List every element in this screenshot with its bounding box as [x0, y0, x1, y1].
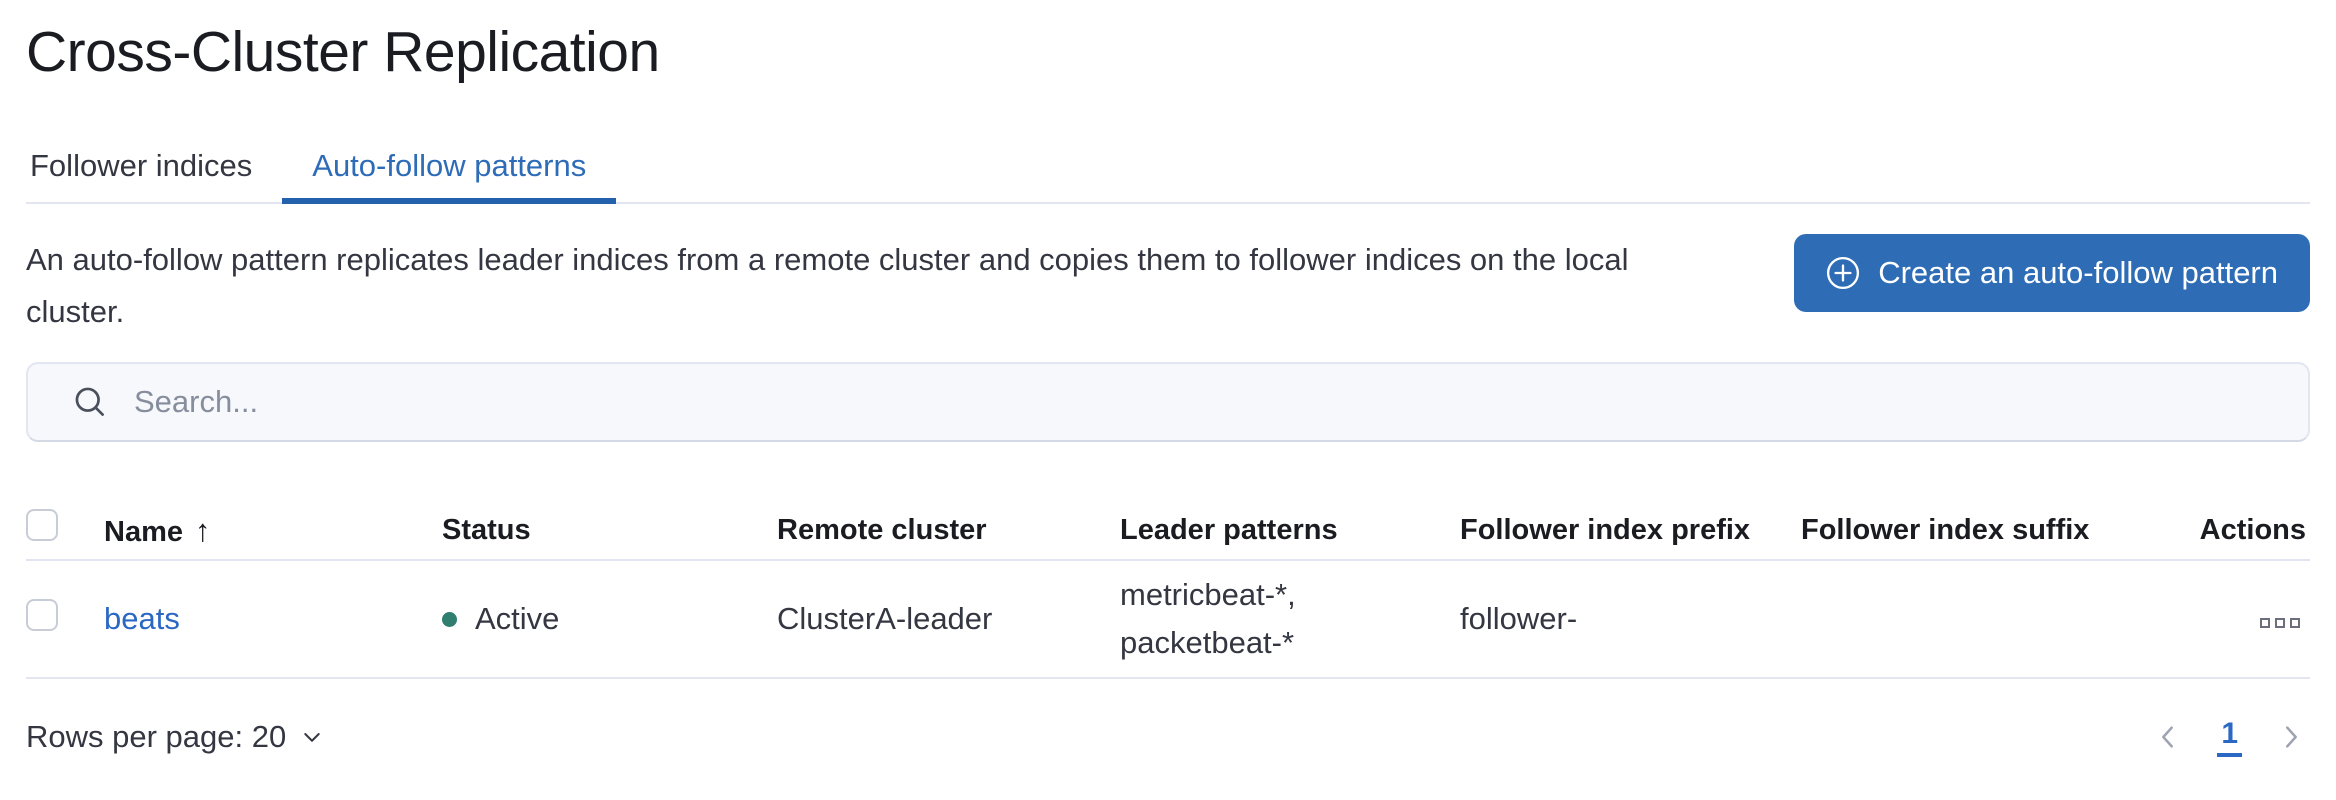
column-header-follower-index-prefix: Follower index prefix: [1460, 502, 1801, 561]
tab-follower-indices[interactable]: Follower indices: [26, 130, 282, 202]
chevron-down-icon: [304, 733, 320, 742]
status-cell: Active: [442, 601, 777, 637]
create-auto-follow-pattern-button[interactable]: Create an auto-follow pattern: [1794, 234, 2310, 312]
column-header-label: Name: [104, 515, 183, 548]
chevron-right-icon: [2286, 726, 2297, 748]
pagination: 1: [2149, 717, 2310, 757]
rows-per-page-label: Rows per page: 20: [26, 719, 287, 754]
status-label: Active: [475, 601, 560, 636]
leader-pattern: metricbeat-*,: [1120, 577, 1296, 612]
column-header-actions: Actions: [2141, 502, 2310, 561]
tab-bar: Follower indices Auto-follow patterns: [26, 130, 2310, 204]
column-header-follower-index-suffix: Follower index suffix: [1801, 502, 2141, 561]
cross-cluster-replication-page: Cross-Cluster Replication Follower indic…: [26, 20, 2310, 761]
tab-label: Follower indices: [30, 148, 253, 183]
pattern-name-link[interactable]: beats: [104, 601, 180, 636]
tab-auto-follow-patterns[interactable]: Auto-follow patterns: [282, 130, 617, 204]
leader-pattern: packetbeat-*: [1120, 625, 1295, 660]
table-footer: Rows per page: 20 1: [26, 713, 2310, 761]
next-page-button[interactable]: [2272, 718, 2310, 756]
search-bar: [26, 362, 2310, 442]
plus-in-circle-icon: [1827, 256, 1860, 290]
leader-patterns-cell: metricbeat-*, packetbeat-*: [1120, 560, 1460, 679]
intro-row: An auto-follow pattern replicates leader…: [26, 234, 2310, 338]
status-active-dot-icon: [442, 611, 457, 627]
boxes-horizontal-icon: [2260, 618, 2300, 628]
sort-ascending-icon: ↑: [195, 512, 211, 548]
page-description: An auto-follow pattern replicates leader…: [26, 242, 1629, 329]
search-input[interactable]: [134, 384, 2308, 420]
table-header-row: Name ↑ Status Remote cluster Leader patte…: [26, 502, 2310, 561]
column-header-remote-cluster: Remote cluster: [777, 502, 1120, 561]
search-icon: [75, 387, 104, 416]
select-all-checkbox[interactable]: [26, 508, 58, 541]
tab-label: Auto-follow patterns: [312, 148, 587, 183]
follower-index-prefix-cell: follower-: [1460, 560, 1801, 679]
auto-follow-patterns-table: Name ↑ Status Remote cluster Leader patte…: [26, 502, 2310, 679]
previous-page-button[interactable]: [2149, 718, 2187, 756]
remote-cluster-cell: ClusterA-leader: [777, 560, 1120, 679]
follower-index-suffix-cell: [1801, 560, 2141, 679]
page-title: Cross-Cluster Replication: [26, 20, 660, 84]
page-1-button[interactable]: 1: [2217, 717, 2242, 757]
select-row-checkbox[interactable]: [26, 599, 58, 631]
column-header-name[interactable]: Name ↑: [104, 502, 442, 561]
rows-per-page-select[interactable]: Rows per page: 20: [26, 719, 324, 755]
column-header-leader-patterns: Leader patterns: [1120, 502, 1460, 561]
row-actions-button[interactable]: [2254, 611, 2306, 635]
create-button-label: Create an auto-follow pattern: [1878, 255, 2278, 290]
chevron-left-icon: [2162, 726, 2174, 748]
table-row: beats Active ClusterA-leader metricbeat-…: [26, 560, 2310, 679]
column-header-status: Status: [442, 502, 777, 561]
